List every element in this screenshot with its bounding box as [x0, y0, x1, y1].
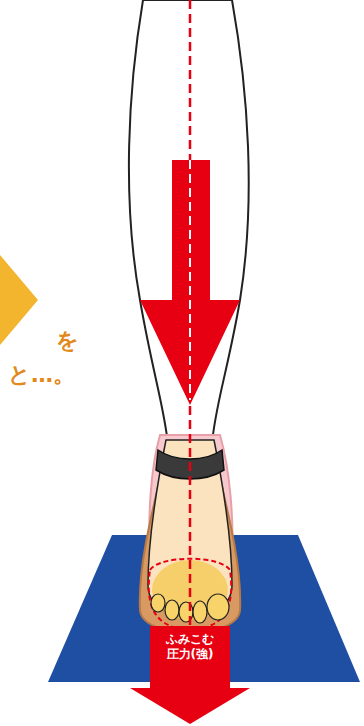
caption-text: を: [56, 328, 79, 354]
arrow-text: ふみこむ 圧力(強): [152, 632, 228, 662]
pressure-arrow: ふみこむ 圧力(強): [130, 626, 250, 726]
leg: [129, 0, 249, 445]
arrow-center-line: [189, 160, 191, 400]
chevron: [0, 255, 38, 345]
down-arrow: [140, 160, 240, 405]
center-line: [189, 0, 192, 630]
caption-text: と…。: [8, 362, 75, 388]
